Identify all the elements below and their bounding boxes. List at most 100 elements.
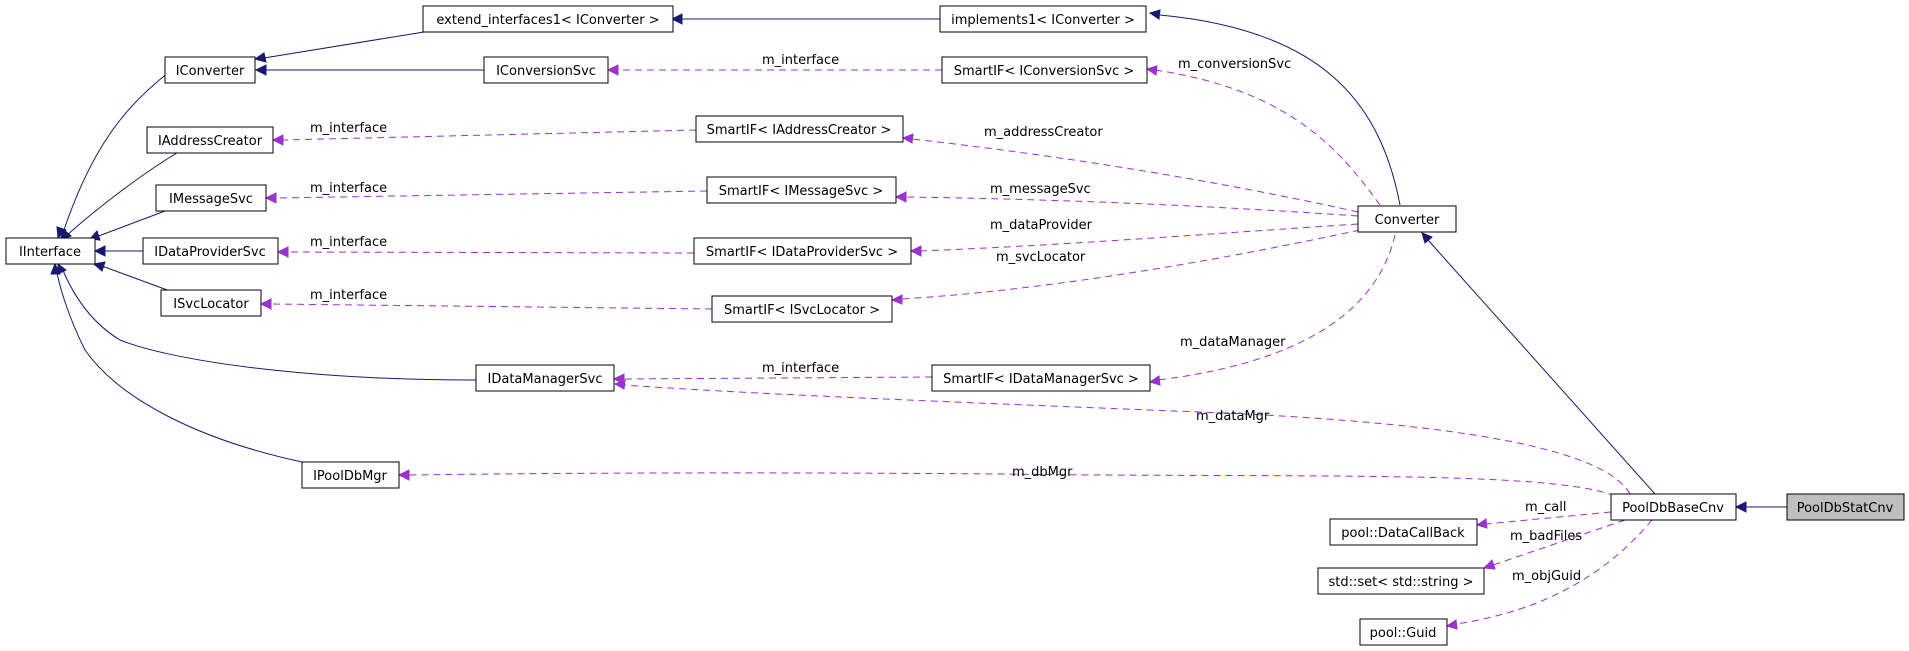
edge-labels: m_interface m_interface m_interface m_in…	[310, 53, 1582, 584]
nodes: extend_interfaces1< IConverter > impleme…	[5, 5, 1905, 646]
node-smartif-isvclocator[interactable]: SmartIF< ISvcLocator >	[711, 295, 893, 323]
edge-ipooldbmgr-iinterface	[55, 267, 303, 463]
arrowhead	[93, 245, 106, 257]
node-label: IMessageSvc	[169, 192, 253, 207]
arrowhead	[890, 294, 903, 305]
edge-label: m_badFiles	[1510, 529, 1582, 544]
edge-label: m_dataMgr	[1196, 409, 1270, 424]
arrowhead	[1421, 232, 1433, 244]
node-pool-guid[interactable]: pool::Guid	[1359, 618, 1448, 646]
edge-label: m_messageSvc	[990, 182, 1091, 197]
arrowhead	[1145, 65, 1158, 76]
edge-smartif-idatamanagersvc	[623, 376, 933, 380]
node-label: pool::DataCallBack	[1341, 526, 1465, 541]
edge-converter-smartif-iaddresscreator	[911, 138, 1359, 213]
node-idatamanagersvc[interactable]: IDataManagerSvc	[475, 364, 615, 392]
edge-label: m_interface	[310, 181, 387, 196]
node-smartif-imessagesvc[interactable]: SmartIF< IMessageSvc >	[706, 176, 897, 204]
node-label: SmartIF< IDataManagerSvc >	[943, 372, 1139, 387]
node-iaddresscreator[interactable]: IAddressCreator	[146, 126, 274, 154]
edge-iconverter-iinterface	[61, 69, 173, 237]
node-converter[interactable]: Converter	[1357, 205, 1457, 233]
edge-label: m_call	[1525, 500, 1567, 515]
node-label: std::set< std::string >	[1329, 575, 1474, 590]
node-label: ISvcLocator	[173, 297, 249, 312]
edge-imessagesvc-iinterface	[95, 210, 166, 238]
node-smartif-idataprovidersvc[interactable]: SmartIF< IDataProviderSvc >	[693, 237, 912, 265]
inheritance-edges	[50, 9, 1787, 513]
node-label: extend_interfaces1< IConverter >	[436, 13, 659, 28]
node-pooldbstatcnv[interactable]: PoolDbStatCnv	[1786, 493, 1905, 521]
edge-pooldbbasecnv-guid	[1455, 519, 1653, 625]
arrowhead	[50, 262, 61, 275]
node-label: IConverter	[176, 64, 245, 79]
edge-label: m_dataManager	[1180, 335, 1286, 350]
arrowhead	[397, 469, 410, 481]
edge-label: m_interface	[310, 121, 387, 136]
node-extend-interfaces1[interactable]: extend_interfaces1< IConverter >	[422, 5, 674, 33]
node-label: SmartIF< IConversionSvc >	[954, 64, 1135, 79]
node-iconversionsvc[interactable]: IConversionSvc	[483, 56, 609, 84]
node-smartif-idatamanagersvc[interactable]: SmartIF< IDataManagerSvc >	[931, 364, 1151, 392]
arrowhead	[259, 298, 272, 310]
edge-smartif-isvclocator	[269, 303, 713, 310]
edge-label: m_interface	[310, 288, 387, 303]
edge-label: m_interface	[762, 361, 839, 376]
edge-label: m_objGuid	[1512, 569, 1581, 584]
edge-pooldbbasecnv-converter	[1427, 239, 1656, 495]
node-iconverter[interactable]: IConverter	[164, 56, 256, 84]
edge-pooldbbasecnv-ipooldbmgr	[407, 472, 1616, 497]
node-label: SmartIF< IAddressCreator >	[707, 123, 892, 138]
edge-converter-smartif-idatamanagersvc	[1157, 234, 1396, 381]
node-label: implements1< IConverter >	[951, 13, 1135, 28]
node-label: IDataManagerSvc	[488, 372, 603, 387]
node-smartif-iconversionsvc[interactable]: SmartIF< IConversionSvc >	[941, 56, 1148, 84]
edge-label: m_addressCreator	[984, 125, 1103, 140]
edge-converter-smartif-iconversionsvc	[1154, 69, 1381, 206]
edge-label: m_dbMgr	[1012, 465, 1073, 480]
edge-converter-smartif-idataprovidersvc	[919, 223, 1359, 252]
arrowhead	[253, 52, 267, 63]
node-imessagesvc[interactable]: IMessageSvc	[155, 184, 267, 212]
edge-label: m_svcLocator	[996, 250, 1086, 265]
arrowhead	[92, 261, 106, 272]
node-label: PoolDbBaseCnv	[1622, 501, 1724, 516]
arrowhead	[670, 13, 683, 25]
node-label: SmartIF< ISvcLocator >	[724, 303, 880, 318]
edge-label: m_dataProvider	[990, 218, 1093, 233]
arrowhead	[1482, 559, 1496, 570]
edge-smartif-iaddresscreator	[281, 129, 697, 141]
arrowhead	[894, 191, 907, 203]
node-label: pool::Guid	[1370, 626, 1437, 641]
usage-edges	[259, 64, 1653, 630]
arrowhead	[1734, 501, 1747, 513]
node-iinterface[interactable]: IInterface	[5, 237, 96, 265]
edge-isvclocator-iinterface	[101, 265, 171, 292]
arrowhead	[1475, 518, 1488, 529]
node-label: SmartIF< IMessageSvc >	[719, 184, 884, 199]
node-label: IPoolDbMgr	[313, 469, 387, 484]
node-label: IInterface	[19, 245, 81, 260]
edge-extendinterfaces1-iconverter	[263, 30, 431, 59]
arrowhead	[264, 192, 277, 204]
node-smartif-iaddresscreator[interactable]: SmartIF< IAddressCreator >	[695, 115, 904, 143]
node-ipooldbmgr[interactable]: IPoolDbMgr	[301, 461, 400, 489]
node-std-set-string[interactable]: std::set< std::string >	[1317, 567, 1485, 595]
node-label: SmartIF< IDataProviderSvc >	[706, 245, 898, 260]
node-label: Converter	[1375, 213, 1440, 228]
node-idataprovidersvc[interactable]: IDataProviderSvc	[142, 237, 279, 265]
edge-pooldbbasecnv-idatamanagersvc	[623, 384, 1631, 495]
edge-converter-smartif-isvclocator	[900, 229, 1361, 300]
edge-label: m_interface	[762, 53, 839, 68]
arrowhead	[613, 379, 626, 390]
node-implements1[interactable]: implements1< IConverter >	[939, 5, 1147, 33]
node-isvclocator[interactable]: ISvcLocator	[160, 289, 262, 317]
arrowhead	[606, 64, 619, 76]
arrowhead	[1148, 375, 1161, 386]
arrowhead	[276, 246, 289, 258]
edge-idatamanagersvc-iinterface	[61, 267, 477, 381]
edge-label: m_interface	[310, 235, 387, 250]
node-pool-datacallback[interactable]: pool::DataCallBack	[1329, 518, 1478, 546]
node-pooldbbasecnv[interactable]: PoolDbBaseCnv	[1610, 493, 1737, 521]
